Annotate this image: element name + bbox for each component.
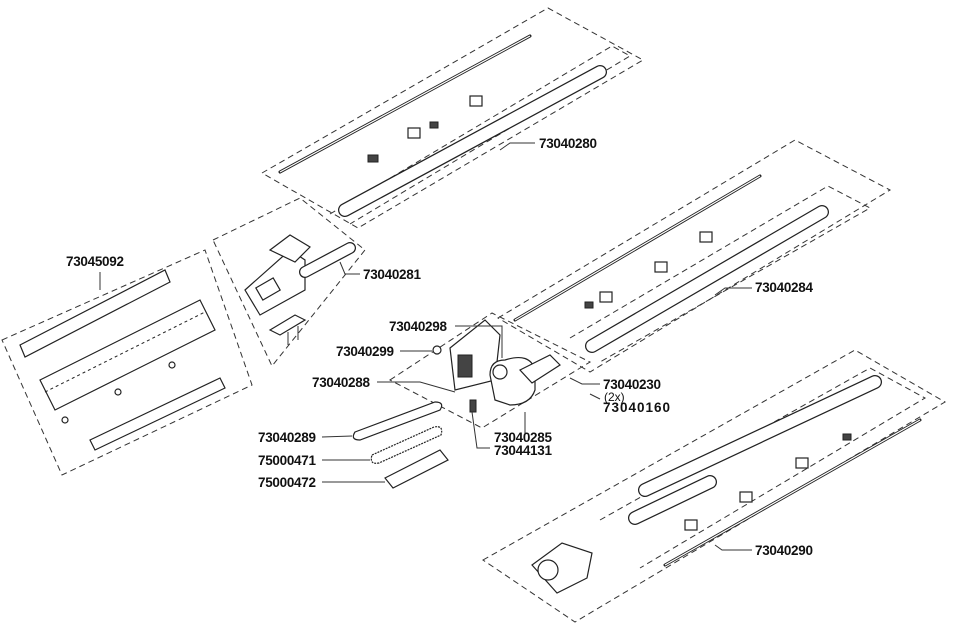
label-saw-part: 73044131 <box>494 443 552 458</box>
label-chain-tensioner: 73040288 <box>312 375 370 390</box>
label-bar: 73040289 <box>258 430 316 445</box>
saw-chain <box>370 426 443 464</box>
hedge-gearbox-parts <box>244 234 356 345</box>
group-box-lower-tube <box>599 367 927 569</box>
label-lower-extension: 73040290 <box>755 543 813 558</box>
label-hedge-gearbox: 73040281 <box>363 267 421 282</box>
saw-head-parts <box>432 319 561 413</box>
label-bar-cover: 75000472 <box>258 475 316 490</box>
leader-lines <box>99 142 752 551</box>
group-box-middle-extension <box>497 139 892 373</box>
group-box-middle-tube <box>569 185 872 363</box>
label-upper-extension: 73040280 <box>539 136 597 151</box>
lower-extension-parts <box>531 375 922 594</box>
label-chain-cover: 73040298 <box>389 319 447 334</box>
label-screw-qty: (2x) <box>604 390 625 404</box>
label-chain: 75000471 <box>258 453 316 468</box>
upper-extension-parts <box>278 34 607 217</box>
label-screw-a: 73040230 <box>603 377 661 392</box>
group-box-hedge-gearbox <box>212 197 366 367</box>
hedge-trimmer-parts <box>19 269 226 451</box>
guide-bar <box>352 401 443 441</box>
label-hedge-trimmer-head: 73045092 <box>66 254 124 269</box>
group-box-hedge-trimmer <box>1 249 253 476</box>
bar-cover <box>384 449 449 489</box>
label-screw-b: 73040160 <box>603 400 671 415</box>
label-saw-head: 73040285 <box>494 430 552 445</box>
group-box-lower-extension <box>482 349 946 623</box>
label-middle-extension: 73040284 <box>755 280 813 295</box>
label-cover-nut: 73040299 <box>336 344 394 359</box>
group-box-upper-tube <box>329 45 631 225</box>
group-box-saw-head <box>389 312 592 429</box>
group-box-upper-extension <box>260 7 645 229</box>
middle-extension-parts <box>513 174 829 353</box>
